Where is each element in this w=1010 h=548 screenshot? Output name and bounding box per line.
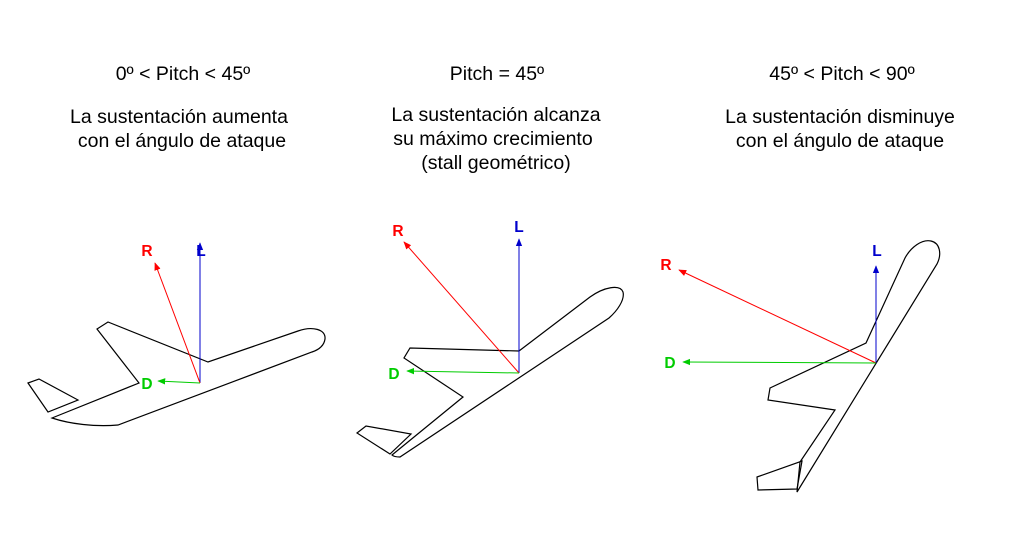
description-line-3: (stall geométrico) bbox=[421, 152, 571, 174]
description-line-2: con el ángulo de ataque bbox=[78, 130, 286, 152]
airplane bbox=[355, 286, 624, 458]
panel-pitch-45: Pitch = 45º La sustentación alcanza su m… bbox=[355, 63, 624, 458]
drag-vector-label: D bbox=[388, 366, 399, 383]
pitch-range-label: 45º < Pitch < 90º bbox=[769, 63, 914, 85]
pitch-range-label: 0º < Pitch < 45º bbox=[116, 63, 251, 85]
drag-vector-arrow bbox=[406, 367, 520, 375]
drag-vector-arrow bbox=[682, 358, 877, 366]
airplane bbox=[756, 240, 941, 493]
horizontal-stabilizer bbox=[355, 425, 413, 455]
description-line-2: con el ángulo de ataque bbox=[736, 130, 944, 152]
resultant-vector-arrow bbox=[403, 241, 520, 374]
airplane-outline bbox=[50, 321, 326, 427]
drag-vector-label: D bbox=[141, 376, 152, 393]
panel-pitch-above-45: 45º < Pitch < 90º La sustentación dismin… bbox=[660, 63, 955, 493]
resultant-vector-arrow bbox=[678, 269, 877, 364]
description-line-1: La sustentación alcanza bbox=[391, 104, 600, 126]
horizontal-stabilizer bbox=[27, 378, 80, 413]
resultant-vector-label: R bbox=[660, 257, 671, 274]
drag-vector-arrow bbox=[157, 378, 201, 385]
panel-pitch-below-45: 0º < Pitch < 45º La sustentación aumenta… bbox=[27, 63, 326, 427]
description-line-1: La sustentación aumenta bbox=[70, 106, 288, 128]
resultant-vector-arrow bbox=[154, 262, 201, 384]
airplane-outline bbox=[391, 286, 624, 458]
airplane-outline bbox=[767, 240, 941, 493]
lift-vector-label: L bbox=[514, 219, 523, 236]
lift-vector-label: L bbox=[196, 243, 205, 260]
resultant-vector-label: R bbox=[392, 223, 403, 240]
drag-vector-label: D bbox=[664, 355, 675, 372]
pitch-range-label: Pitch = 45º bbox=[450, 63, 544, 85]
lift-vector-label: L bbox=[872, 243, 881, 260]
airplane bbox=[27, 321, 326, 427]
description-line-2: su máximo crecimiento bbox=[393, 128, 593, 150]
description-line-1: La sustentación disminuye bbox=[725, 106, 955, 128]
resultant-vector-label: R bbox=[141, 243, 152, 260]
